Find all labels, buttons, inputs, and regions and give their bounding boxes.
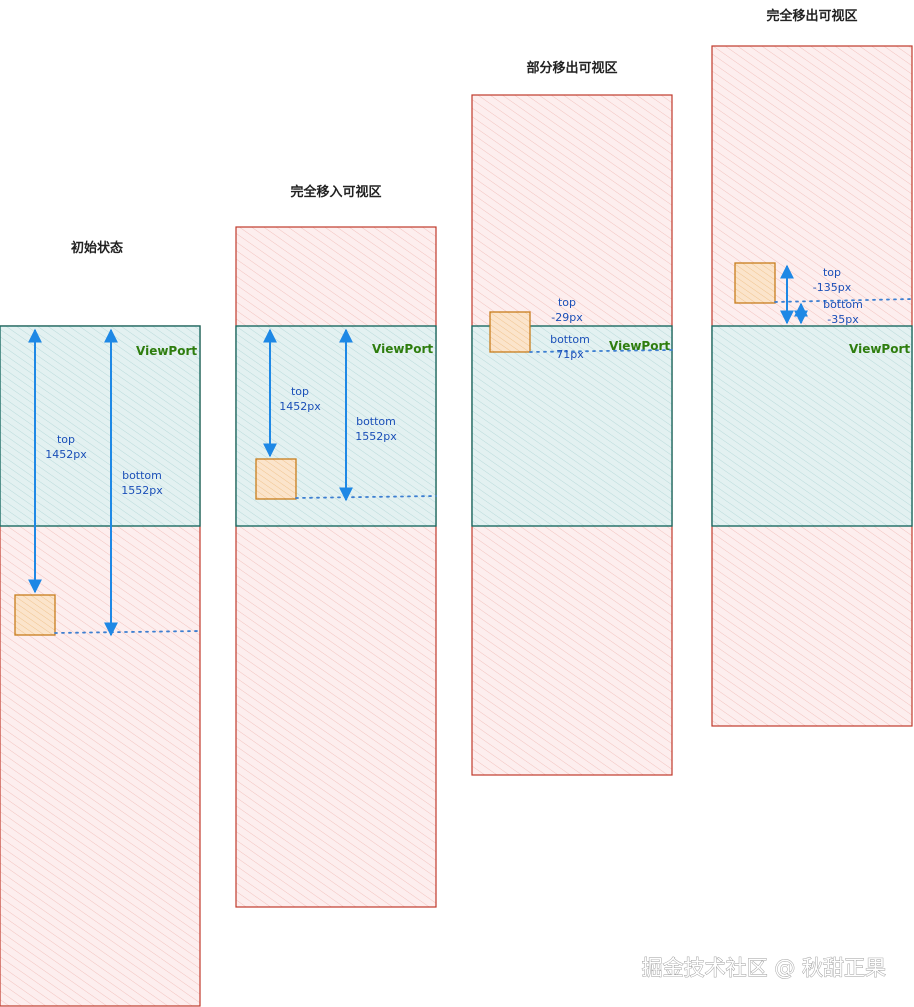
bottom-label: bottom [550,333,590,346]
top-label: top [57,433,75,446]
top-value: -135px [813,281,852,294]
element-bottom-dotted-line [295,495,437,499]
panel-fully-in: 完全移入可视区 ViewPort top 1452px bottom 1552p… [235,184,437,908]
target-element [14,594,56,636]
panel-initial: 初始状态 ViewPort top 1452px bottom 1552px [0,240,201,1007]
viewport-box [471,325,673,527]
viewport-label: ViewPort [136,344,197,358]
panel-title: 完全移出可视区 [766,8,857,24]
bottom-label: bottom [823,298,863,311]
bottom-value: -35px [827,313,859,326]
panel-title: 部分移出可视区 [526,60,617,76]
element-bottom-dotted-line [774,298,913,303]
viewport-label: ViewPort [609,339,670,353]
element-bottom-dotted-line [54,630,201,634]
element-bottom-dotted-line [529,349,673,353]
bottom-value: 71px [556,348,584,361]
top-label: top [823,266,841,279]
target-element [734,262,776,304]
top-value: 1452px [279,400,321,413]
panel-partially-out: 部分移出可视区 ViewPort top -29px bottom 71px [471,60,673,776]
top-label: top [291,385,309,398]
viewport-label: ViewPort [372,342,433,356]
panel-fully-out: 完全移出可视区 ViewPort top -135px bottom -35px [711,8,913,727]
target-element [255,458,297,500]
top-label: top [558,296,576,309]
bottom-value: 1552px [355,430,397,443]
bottom-value: 1552px [121,484,163,497]
bottom-label: bottom [122,469,162,482]
panel-title: 完全移入可视区 [290,184,381,200]
watermark: 掘金技术社区 @ 秋甜正果 [642,956,886,980]
top-value: 1452px [45,448,87,461]
target-element [489,311,531,353]
viewport-label: ViewPort [849,342,910,356]
viewport-box [711,325,913,527]
top-value: -29px [551,311,583,324]
bottom-label: bottom [356,415,396,428]
panel-title: 初始状态 [71,240,123,256]
